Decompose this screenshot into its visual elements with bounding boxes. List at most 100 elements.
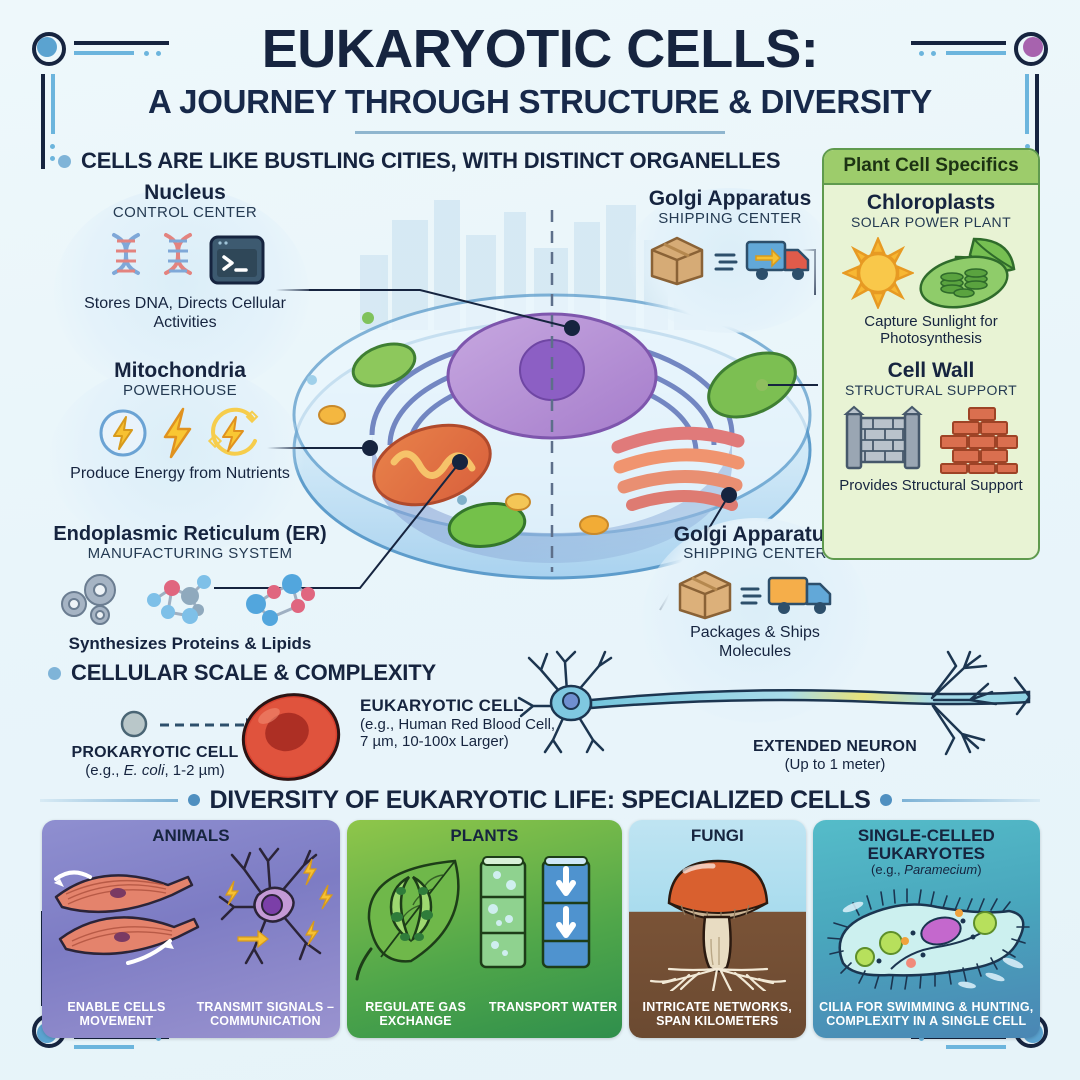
corner-mini-dot bbox=[919, 1036, 924, 1041]
corner-line bbox=[51, 74, 55, 134]
prokaryote-label: PROKARYOTIC CELL bbox=[71, 744, 239, 761]
plant-item-cell-wall-role: STRUCTURAL SUPPORT bbox=[844, 381, 1018, 398]
chloroplast-shape bbox=[707, 351, 797, 419]
section-heading-scale-label: CELLULAR SCALE & COMPLEXITY bbox=[71, 660, 436, 685]
card-single-heading: SINGLE-CELLED EUKARYOTES bbox=[857, 826, 995, 864]
scale-comparison: PROKARYOTIC CELL (e.g., E. coli, 1-2 µm)… bbox=[40, 650, 1040, 790]
muscle-cell-icon bbox=[54, 870, 200, 966]
neuron-cell-icon bbox=[218, 847, 334, 965]
lightning-bolt-icon bbox=[163, 407, 192, 459]
eukaryote-detail-1: (e.g., Human Red Blood Cell, bbox=[360, 716, 556, 733]
divider-dot-left bbox=[187, 794, 200, 806]
card-single-celled-eukaryotes[interactable]: SINGLE-CELLED EUKARYOTES (e.g., Parameci… bbox=[812, 820, 1040, 1039]
bullet-icon bbox=[48, 666, 61, 680]
callout-golgi-top-title: Golgi Apparatus bbox=[648, 187, 812, 210]
card-single-captions: CILIA FOR SWIMMING & HUNTING, COMPLEXITY… bbox=[813, 1000, 1040, 1039]
leader-anchor-mitochondria bbox=[362, 440, 378, 456]
card-animals-art bbox=[42, 845, 340, 999]
callout-mitochondria-role: POWERHOUSE bbox=[122, 382, 237, 400]
corner-mini-dot bbox=[50, 156, 55, 161]
divider-line-left bbox=[40, 798, 178, 802]
corner-line bbox=[41, 74, 45, 169]
card-fungi-art bbox=[629, 845, 806, 999]
card-animals-heading: ANIMALS bbox=[152, 826, 230, 845]
card-plants-caption-2: TRANSPORT WATER bbox=[488, 999, 618, 1014]
card-fungi[interactable]: FUNGI bbox=[628, 820, 806, 1039]
mushroom-mycelium-icon bbox=[649, 859, 786, 992]
card-fungi-captions: INTRICATE NETWORKS, SPAN KILOMETERS bbox=[629, 1000, 806, 1039]
callout-golgi-bottom-title: Golgi Apparatus bbox=[673, 523, 837, 546]
dna-helix-icon bbox=[112, 233, 140, 276]
neuron-detail: (Up to 1 meter) bbox=[784, 756, 886, 773]
package-box-icon bbox=[650, 236, 704, 286]
corner-line bbox=[74, 41, 169, 45]
callout-nucleus-title: Nucleus bbox=[144, 181, 226, 204]
corner-mini-dot bbox=[1025, 144, 1030, 149]
corner-dot-ring bbox=[1014, 32, 1048, 66]
plant-item-cell-wall-description: Provides Structural Support bbox=[839, 476, 1023, 494]
card-plants-captions: REGULATE GAS EXCHANGE TRANSPORT WATER bbox=[347, 1000, 622, 1039]
divider-dot-right bbox=[880, 794, 893, 806]
leader-anchor-golgi bbox=[721, 487, 737, 503]
corner-line bbox=[74, 1045, 134, 1049]
section-heading-scale: CELLULAR SCALE & COMPLEXITY bbox=[48, 660, 436, 686]
infographic-header: EUKARYOTIC CELLS: A JOURNEY THROUGH STRU… bbox=[0, 21, 1080, 135]
corner-dot-ring bbox=[32, 32, 66, 66]
corner-mini-dot bbox=[50, 144, 55, 149]
callout-golgi-top-role: SHIPPING CENTER bbox=[658, 210, 802, 228]
corner-line bbox=[946, 51, 1006, 55]
card-single-subheading: (e.g., Paramecium) bbox=[871, 862, 982, 878]
plant-item-cell-wall: Cell Wall STRUCTURAL SUPPORT bbox=[824, 348, 1038, 494]
callout-er-title: Endoplasmic Reticulum (ER) bbox=[53, 523, 327, 545]
plant-cell-specifics-panel: Plant Cell Specifics Chloroplasts SOLAR … bbox=[822, 148, 1040, 560]
prokaryote-species: E. coli bbox=[123, 762, 165, 779]
plant-item-chloroplasts: Chloroplasts SOLAR POWER PLANT bbox=[824, 185, 1038, 348]
card-plants-caption-1: REGULATE GAS EXCHANGE bbox=[365, 999, 467, 1029]
bullet-icon bbox=[58, 154, 71, 168]
section-heading-organelles: CELLS ARE LIKE BUSTLING CITIES, WITH DIS… bbox=[58, 148, 781, 174]
eukaryote-label: EUKARYOTIC CELL bbox=[360, 696, 524, 715]
molecule-icon bbox=[246, 574, 315, 626]
neuron-label: EXTENDED NEURON bbox=[753, 738, 917, 755]
corner-decoration-top-left bbox=[22, 22, 192, 192]
card-animals-captions: ENABLE CELLS MOVEMENT TRANSMIT SIGNALS –… bbox=[42, 1000, 340, 1039]
callout-er-role: MANUFACTURING SYSTEM bbox=[87, 545, 293, 562]
page-subtitle: A JOURNEY THROUGH STRUCTURE & DIVERSITY bbox=[147, 83, 933, 121]
delivery-truck-icon bbox=[767, 577, 832, 615]
corner-line bbox=[911, 41, 1006, 45]
corner-dot-fill bbox=[37, 37, 57, 57]
plant-item-chloroplasts-description: Capture Sunlight for Photosynthesis bbox=[864, 313, 998, 348]
section-heading-diversity: DIVERSITY OF EUKARYOTIC LIFE: SPECIALIZE… bbox=[209, 785, 871, 814]
section-heading-organelles-label: CELLS ARE LIKE BUSTLING CITIES, WITH DIS… bbox=[81, 148, 781, 173]
corner-mini-dot bbox=[156, 1036, 161, 1041]
callout-halo bbox=[54, 188, 309, 398]
prokaryotic-cell-icon bbox=[120, 710, 148, 738]
package-box-icon bbox=[678, 571, 732, 620]
specialized-cells-cards: ANIMALS bbox=[42, 820, 1040, 1038]
callout-nucleus-role: CONTROL CENTER bbox=[112, 204, 258, 222]
eukaryotic-red-blood-cell-icon bbox=[241, 693, 341, 781]
plant-item-chloroplasts-role: SOLAR POWER PLANT bbox=[850, 214, 1012, 231]
brick-wall-icon bbox=[940, 406, 1018, 474]
corner-line bbox=[1035, 74, 1039, 169]
motion-lines-icon bbox=[740, 587, 762, 605]
title-divider-rule bbox=[355, 131, 725, 135]
callout-golgi-top: Golgi Apparatus SHIPPING CENTER bbox=[625, 187, 835, 333]
dna-helix-icon bbox=[164, 233, 192, 276]
callout-nucleus: Nucleus CONTROL CENTER Stores DNA, Direc… bbox=[54, 181, 310, 398]
stone-wall-icon bbox=[843, 405, 923, 469]
card-plants-art bbox=[347, 845, 622, 999]
neuron-terminal-branches bbox=[930, 650, 998, 756]
plant-panel-heading: Plant Cell Specifics bbox=[824, 150, 1038, 185]
leader-anchor-er bbox=[452, 454, 468, 470]
callout-mitochondria-title: Mitochondria bbox=[114, 359, 246, 382]
card-animals[interactable]: ANIMALS bbox=[42, 820, 340, 1038]
corner-line bbox=[74, 51, 134, 55]
callout-golgi-bottom-role: SHIPPING CENTER bbox=[683, 545, 827, 563]
callout-mitochondria: Mitochondria POWERHOUSE Produce Energy f… bbox=[49, 359, 305, 554]
card-single-caption-1: CILIA FOR SWIMMING & HUNTING, COMPLEXITY… bbox=[819, 999, 1034, 1029]
corner-line bbox=[1025, 74, 1029, 134]
card-plants[interactable]: PLANTS bbox=[346, 820, 622, 1039]
battery-bolt-icon bbox=[99, 409, 147, 457]
